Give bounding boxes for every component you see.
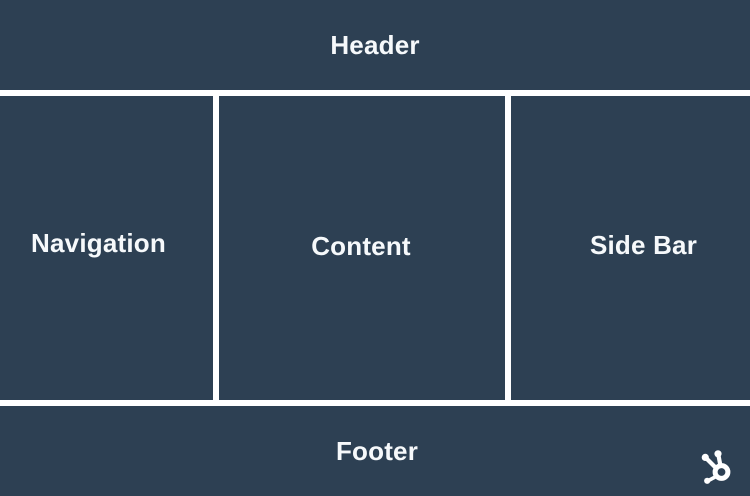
divider-content-sidebar-vertical (505, 96, 511, 400)
header-section: Header (0, 0, 750, 90)
middle-row: Navigation Content Side Bar (0, 96, 750, 400)
hubspot-sprocket-icon (701, 450, 731, 484)
divider-nav-content-vertical (213, 96, 219, 400)
divider-header-horizontal (0, 90, 750, 96)
content-label: Content (311, 230, 411, 261)
footer-label: Footer (335, 435, 419, 466)
content-section: Content (219, 96, 505, 400)
sidebar-section: Side Bar (511, 96, 750, 400)
divider-footer-horizontal (0, 400, 750, 406)
navigation-label: Navigation (31, 227, 166, 258)
navigation-section: Navigation (0, 96, 213, 400)
header-label: Header (330, 29, 420, 60)
sidebar-label: Side Bar (589, 229, 698, 260)
footer-section: Footer (0, 406, 750, 496)
